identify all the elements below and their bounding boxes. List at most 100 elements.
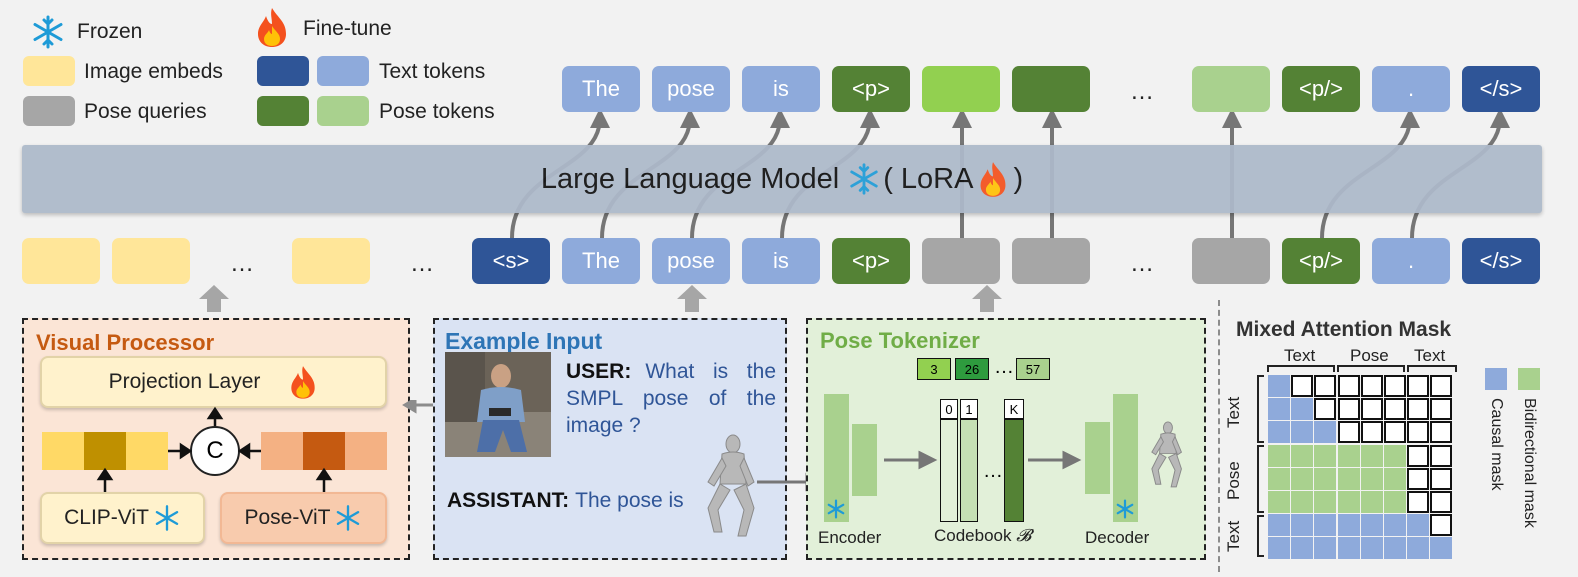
example-input-title: Example Input (445, 328, 603, 354)
mask-cell (1268, 444, 1290, 467)
codebook-index-label: 0 (945, 401, 953, 417)
output-token: . (1372, 66, 1450, 112)
mask-cell (1407, 421, 1430, 444)
mask-top-label: Pose (1350, 346, 1389, 365)
image-embed-token (22, 238, 100, 284)
snowflake-icon (850, 163, 878, 195)
mask-cell (1291, 421, 1314, 444)
codebook-index: 0 (940, 399, 958, 419)
legend-frozen: Frozen (77, 20, 143, 43)
snowflake-icon (33, 15, 63, 49)
code-chip: 26 (955, 358, 989, 380)
pose-query-token (1192, 238, 1270, 284)
image-embed-token (112, 238, 190, 284)
mask-cell (1337, 514, 1360, 537)
image-embed-token (292, 238, 370, 284)
mask-cell (1337, 444, 1360, 467)
mask-cell (1268, 375, 1290, 397)
mask-cell (1430, 421, 1453, 444)
mask-cell (1407, 398, 1430, 421)
input-token: </s> (1462, 238, 1540, 284)
attention-mask-grid (1268, 375, 1460, 560)
output-token (1192, 66, 1270, 112)
mask-cell (1360, 444, 1383, 467)
llm-close-paren: ) (1013, 162, 1024, 195)
legend-swatch-pose-dark (257, 96, 309, 126)
mask-cell (1407, 444, 1430, 467)
mask-cell (1384, 491, 1406, 513)
user-text: What is the SMPL pose of the image ? (566, 360, 776, 437)
fire-icon (291, 366, 316, 399)
legend: Frozen Fine-tune Image embeds Pose queri… (0, 0, 540, 135)
output-token (1012, 66, 1090, 112)
mask-cell (1291, 491, 1314, 513)
clip-vit-box: CLIP-ViT (40, 492, 205, 544)
mask-cell (1384, 467, 1406, 490)
mask-cell (1268, 514, 1290, 537)
codebook-index: 1 (960, 399, 978, 419)
pose-feature-strip (261, 432, 387, 470)
image-embed-ellipsis: … (410, 250, 434, 277)
user-label: USER: (566, 360, 632, 383)
pose-query-token (1012, 238, 1090, 284)
legend-bidirectional-swatch (1518, 368, 1540, 390)
mask-cell (1430, 467, 1453, 490)
snowflake-icon (1116, 499, 1134, 519)
mask-top-label: Text (1414, 346, 1446, 365)
mask-cell (1384, 537, 1406, 560)
mask-cell (1337, 421, 1360, 444)
mask-cell (1384, 375, 1406, 397)
code-value: 3 (930, 361, 938, 377)
codebook-ellipsis: … (983, 460, 1003, 482)
mask-cell (1314, 444, 1337, 467)
mask-cell (1430, 491, 1453, 513)
input-token: <p/> (1282, 238, 1360, 284)
output-token: </s> (1462, 66, 1540, 112)
assistant-label: ASSISTANT: (447, 489, 570, 512)
visual-processor-title: Visual Processor (36, 330, 215, 355)
codebook-index-label: K (1009, 401, 1019, 417)
visual-processor-arrows (96, 400, 440, 492)
output-token: <p/> (1282, 66, 1360, 112)
decoder-block (1085, 422, 1110, 494)
mask-cell (1314, 375, 1337, 397)
mask-cell (1360, 491, 1383, 513)
decoded-body-render (1151, 421, 1183, 488)
mask-cell (1268, 537, 1290, 560)
mask-cell (1360, 398, 1383, 421)
mask-cell (1407, 537, 1430, 560)
codebook-entry (1004, 419, 1024, 522)
code-ellipsis: … (994, 356, 1014, 378)
input-ellipsis: … (1130, 250, 1154, 277)
mask-cell (1384, 444, 1406, 467)
mask-cell (1268, 467, 1290, 490)
legend-causal-swatch (1485, 368, 1507, 390)
mask-cell (1314, 398, 1337, 421)
section-divider (1218, 300, 1220, 572)
clip-vit-label: CLIP-ViT (64, 506, 149, 529)
decoder-label: Decoder (1085, 528, 1150, 547)
mask-cell (1360, 421, 1383, 444)
mask-cell (1384, 398, 1406, 421)
legend-swatch-image-embeds (23, 56, 75, 86)
mask-side-label: Pose (1224, 461, 1243, 500)
output-token: <p> (832, 66, 910, 112)
causal-mask-label: Causal mask (1488, 398, 1505, 491)
codebook-entry (940, 419, 958, 522)
input-token: <p> (832, 238, 910, 284)
mask-side-label: Text (1224, 520, 1243, 552)
mask-cell (1337, 398, 1360, 421)
panel-up-arrows (199, 285, 1002, 312)
mask-cell (1314, 537, 1337, 560)
concat-label: C (206, 437, 224, 464)
image-embed-ellipsis: … (230, 250, 254, 277)
encoder-label: Encoder (818, 528, 882, 547)
mask-cell (1407, 491, 1430, 513)
pose-query-token (922, 238, 1000, 284)
mask-cell (1291, 444, 1314, 467)
mask-cell (1360, 514, 1383, 537)
snowflake-icon (827, 499, 845, 519)
pose-vit-box: Pose-ViT (220, 492, 387, 544)
mask-cell (1360, 375, 1383, 397)
code-value: 26 (964, 361, 980, 377)
